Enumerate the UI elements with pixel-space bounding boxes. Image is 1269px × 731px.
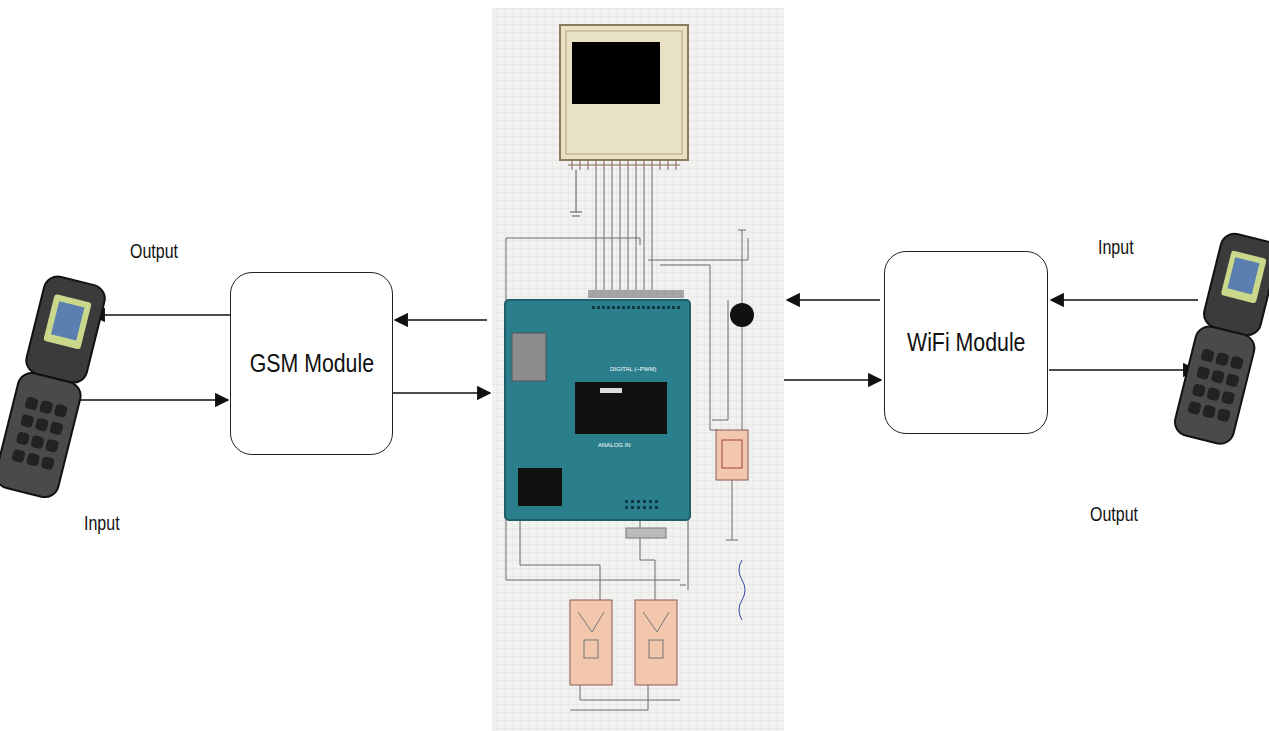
module-box: GSM Module [230, 272, 393, 455]
schematic-panel [492, 8, 784, 731]
io-label: Output [130, 240, 178, 263]
buzzer-symbol [730, 303, 754, 327]
pin-label: DIGITAL (~PWM) [610, 366, 657, 372]
optocoupler-symbol [570, 600, 677, 685]
io-label: Input [1098, 236, 1134, 259]
io-label: Output [1090, 503, 1138, 526]
lcd-display [560, 25, 688, 216]
module-box: WiFi Module [884, 251, 1048, 434]
flip-phone [0, 273, 108, 500]
arduino-board [505, 290, 690, 538]
relay-symbol [716, 430, 748, 480]
io-label: Input [84, 512, 120, 535]
module-label: GSM Module [249, 348, 373, 379]
module-label: WiFi Module [907, 327, 1025, 358]
pin-label: ANALOG IN [598, 442, 631, 448]
wire-bundle [506, 170, 748, 710]
flip-phone [1172, 230, 1269, 446]
